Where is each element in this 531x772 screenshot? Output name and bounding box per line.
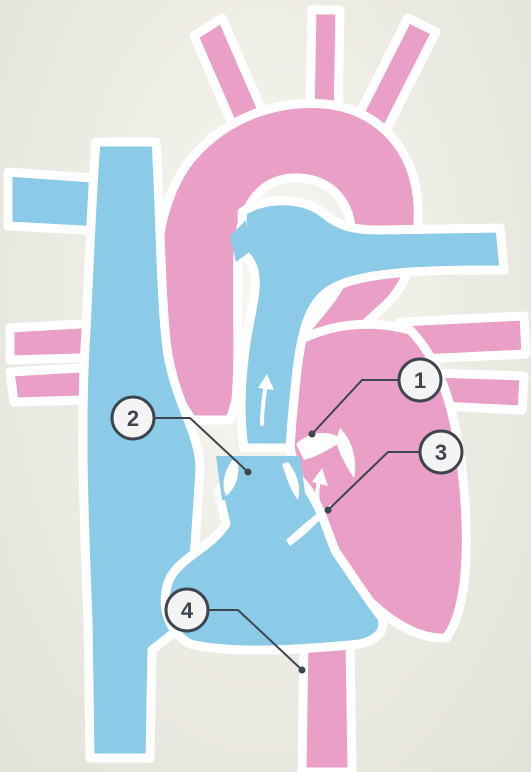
leader-dot-2 xyxy=(245,469,252,476)
inferior-pink-vessel xyxy=(302,640,352,772)
callout-1: 1 xyxy=(399,359,441,401)
leader-dot-4 xyxy=(299,667,306,674)
callout-3: 3 xyxy=(420,431,462,473)
callout-4: 4 xyxy=(166,589,208,631)
callout-label-3: 3 xyxy=(435,440,447,465)
callout-label-1: 1 xyxy=(414,368,426,393)
callout-label-2: 2 xyxy=(127,406,139,431)
callout-label-4: 4 xyxy=(181,598,194,623)
leader-dot-1 xyxy=(309,431,316,438)
callout-2: 2 xyxy=(112,397,154,439)
leader-dot-3 xyxy=(325,507,332,514)
